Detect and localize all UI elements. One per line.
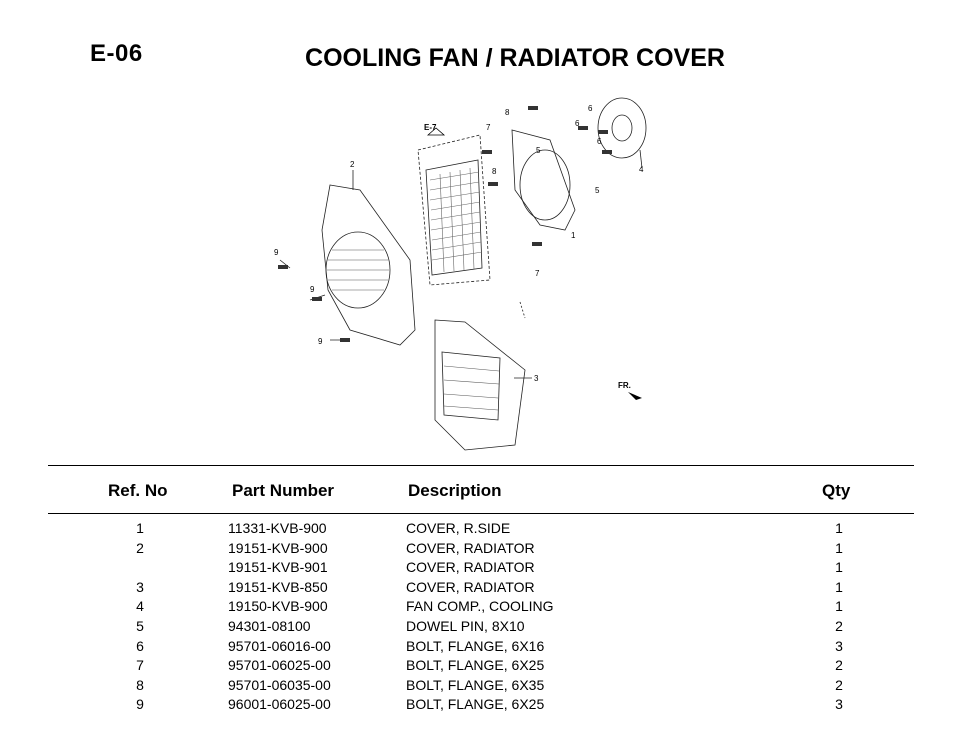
ref-cell: 9 xyxy=(136,696,144,713)
description-cell: COVER, RADIATOR xyxy=(406,559,535,576)
ref-cell: 2 xyxy=(136,539,144,556)
callout-6a: 6 xyxy=(588,104,593,113)
table-header-rule xyxy=(48,513,914,514)
callout-6b: 6 xyxy=(575,119,580,128)
part-number-cell: 95701-06016-00 xyxy=(228,637,331,654)
callout-8b: 8 xyxy=(492,167,497,176)
callout-4: 4 xyxy=(639,165,644,174)
callout-5a: 5 xyxy=(536,146,541,155)
table-top-rule xyxy=(48,465,914,466)
qty-cell: 2 xyxy=(835,617,843,634)
ref-cell: 6 xyxy=(136,637,144,654)
description-cell: COVER, R.SIDE xyxy=(406,520,511,536)
ref-cell: 1 xyxy=(136,520,144,536)
header-part-number: Part Number xyxy=(232,481,335,500)
qty-cell: 1 xyxy=(835,520,843,536)
table-row: 6 95701-06016-00 BOLT, FLANGE, 6X16 3 xyxy=(0,637,965,657)
description-cell: FAN COMP., COOLING xyxy=(406,598,554,615)
parts-table: 1 11331-KVB-900 COVER, R.SIDE 1 2 19151-… xyxy=(0,519,965,715)
qty-cell: 1 xyxy=(835,559,843,576)
table-row: 7 95701-06025-00 BOLT, FLANGE, 6X25 2 xyxy=(0,656,965,676)
qty-cell: 3 xyxy=(835,637,843,654)
ref-cell: 3 xyxy=(136,578,144,595)
header-qty: Qty xyxy=(822,481,851,500)
callout-9b: 9 xyxy=(310,285,315,294)
part-number-cell: 19151-KVB-900 xyxy=(228,539,328,556)
front-direction-label: FR. xyxy=(618,381,631,390)
table-row: 1 11331-KVB-900 COVER, R.SIDE 1 xyxy=(0,519,965,539)
section-reference-label: E-7 xyxy=(424,123,437,132)
part-number-cell: 96001-06025-00 xyxy=(228,696,331,713)
exploded-parts-diagram: 1 2 3 4 5 5 6 6 6 7 7 8 8 9 9 9 E-7 FR. xyxy=(250,90,670,465)
part-number-cell: 95701-06025-00 xyxy=(228,657,331,674)
table-row: 3 19151-KVB-850 COVER, RADIATOR 1 xyxy=(0,578,965,598)
description-cell: DOWEL PIN, 8X10 xyxy=(406,617,525,634)
header-description: Description xyxy=(408,481,502,500)
description-cell: COVER, RADIATOR xyxy=(406,539,535,556)
part-number-cell: 11331-KVB-900 xyxy=(228,520,327,536)
qty-cell: 1 xyxy=(835,578,843,595)
part-number-cell: 19151-KVB-850 xyxy=(228,578,328,595)
table-row: 4 19150-KVB-900 FAN COMP., COOLING 1 xyxy=(0,597,965,617)
callout-6c: 6 xyxy=(597,137,602,146)
description-cell: BOLT, FLANGE, 6X25 xyxy=(406,696,545,713)
callout-7b: 7 xyxy=(535,269,540,278)
page-code: E-06 xyxy=(90,40,143,67)
qty-cell: 2 xyxy=(835,676,843,693)
page-title: COOLING FAN / RADIATOR COVER xyxy=(305,44,725,72)
description-cell: COVER, RADIATOR xyxy=(406,578,535,595)
part-number-cell: 95701-06035-00 xyxy=(228,676,331,693)
ref-cell: 8 xyxy=(136,676,144,693)
diagram-drawing: 1 2 3 4 5 5 6 6 6 7 7 8 8 9 9 9 E-7 FR. xyxy=(274,97,647,451)
table-row: 8 95701-06035-00 BOLT, FLANGE, 6X35 2 xyxy=(0,676,965,696)
callout-1: 1 xyxy=(571,231,576,240)
table-row: 2 19151-KVB-900 COVER, RADIATOR 1 xyxy=(0,539,965,559)
part-number-cell: 94301-08100 xyxy=(228,617,311,634)
qty-cell: 2 xyxy=(835,657,843,674)
ref-cell: 5 xyxy=(136,617,144,634)
part-number-cell: 19150-KVB-900 xyxy=(228,598,328,615)
description-cell: BOLT, FLANGE, 6X35 xyxy=(406,676,545,693)
callout-9a: 9 xyxy=(274,248,279,257)
table-row: 5 94301-08100 DOWEL PIN, 8X10 2 xyxy=(0,617,965,637)
header-ref-no: Ref. No xyxy=(108,481,168,500)
ref-cell: 4 xyxy=(136,598,144,615)
qty-cell: 3 xyxy=(835,696,843,713)
callout-5b: 5 xyxy=(595,186,600,195)
table-row: 9 96001-06025-00 BOLT, FLANGE, 6X25 3 xyxy=(0,695,965,715)
description-cell: BOLT, FLANGE, 6X16 xyxy=(406,637,545,654)
description-cell: BOLT, FLANGE, 6X25 xyxy=(406,657,545,674)
table-row: 19151-KVB-901 COVER, RADIATOR 1 xyxy=(0,558,965,578)
callout-7a: 7 xyxy=(486,123,491,132)
qty-cell: 1 xyxy=(835,539,843,556)
part-number-cell: 19151-KVB-901 xyxy=(228,559,328,576)
callout-9c: 9 xyxy=(318,337,323,346)
callout-2: 2 xyxy=(350,160,355,169)
callout-3: 3 xyxy=(534,374,539,383)
callout-8a: 8 xyxy=(505,108,510,117)
qty-cell: 1 xyxy=(835,598,843,615)
ref-cell: 7 xyxy=(136,657,144,674)
